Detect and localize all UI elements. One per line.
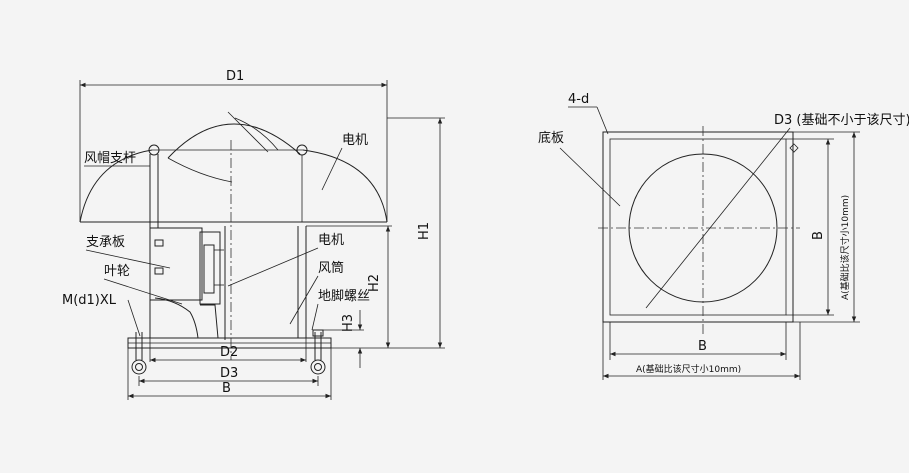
base-plan-view: D3 (基础不小于该尺寸) 4-d 底板 B A(基础比该尺寸小10mm) B — [538, 92, 909, 380]
callout-d3-note: D3 (基础不小于该尺寸) — [774, 113, 909, 128]
left-callouts: 风帽支杆 电机 支承板 叶轮 M(d1)XL 电机 风筒 地脚螺丝 — [62, 133, 370, 337]
fan-elevation-view: D1 D2 D3 B H1 — [62, 69, 445, 400]
duct-cylinder — [149, 226, 307, 338]
callout-bolt-spec: M(d1)XL — [62, 293, 117, 308]
base-plate-outline — [602, 131, 794, 323]
dim-b-left: B — [127, 348, 332, 400]
callout-support-plate: 支承板 — [86, 235, 125, 250]
dim-h2-label: H2 — [367, 274, 382, 292]
callout-motor-top: 电机 — [342, 133, 368, 148]
dim-a-plan-h: A(基础比该尺寸小10mm) — [602, 322, 801, 380]
dim-a-plan-v: A(基础比该尺寸小10mm) — [793, 131, 860, 323]
dim-b-left-label: B — [222, 381, 231, 396]
callout-base-plate: 底板 — [538, 130, 564, 146]
d3-diagonal — [645, 127, 791, 309]
dim-d2: D2 — [149, 338, 307, 363]
callout-impeller: 叶轮 — [104, 264, 130, 279]
cap-struts — [148, 144, 308, 228]
callout-duct: 风筒 — [318, 260, 344, 276]
dim-b-plan-h: B — [609, 322, 787, 360]
dim-d3-label: D3 — [220, 366, 238, 381]
base-plate-inner — [609, 138, 787, 316]
dim-b-plan-v-label: B — [811, 231, 826, 240]
dim-d3: D3 — [138, 366, 319, 386]
dim-d2-label: D2 — [220, 345, 238, 360]
callout-motor-mid: 电机 — [318, 233, 344, 248]
dim-h3-label: H3 — [341, 314, 356, 332]
callout-anchor-bolt: 地脚螺丝 — [318, 288, 370, 304]
rain-hood — [79, 111, 388, 223]
motor-assembly — [149, 226, 226, 340]
impeller — [154, 297, 219, 339]
dim-d1: D1 — [79, 69, 388, 222]
dim-h1-label: H1 — [417, 222, 432, 240]
dim-a-plan-v-label: A(基础比该尺寸小10mm) — [839, 195, 851, 300]
dim-h2: H2 — [306, 225, 392, 348]
dim-b-plan-v: B — [786, 138, 834, 316]
callout-cap-strut: 风帽支杆 — [84, 150, 136, 166]
dim-h3: H3 — [323, 310, 364, 368]
dim-b-plan-h-label: B — [698, 339, 707, 354]
base-flange — [127, 329, 332, 375]
callout-holes: 4-d — [568, 92, 589, 107]
dim-a-plan-h-label: A(基础比该尺寸小10mm) — [636, 363, 741, 375]
dim-d1-label: D1 — [226, 69, 244, 84]
